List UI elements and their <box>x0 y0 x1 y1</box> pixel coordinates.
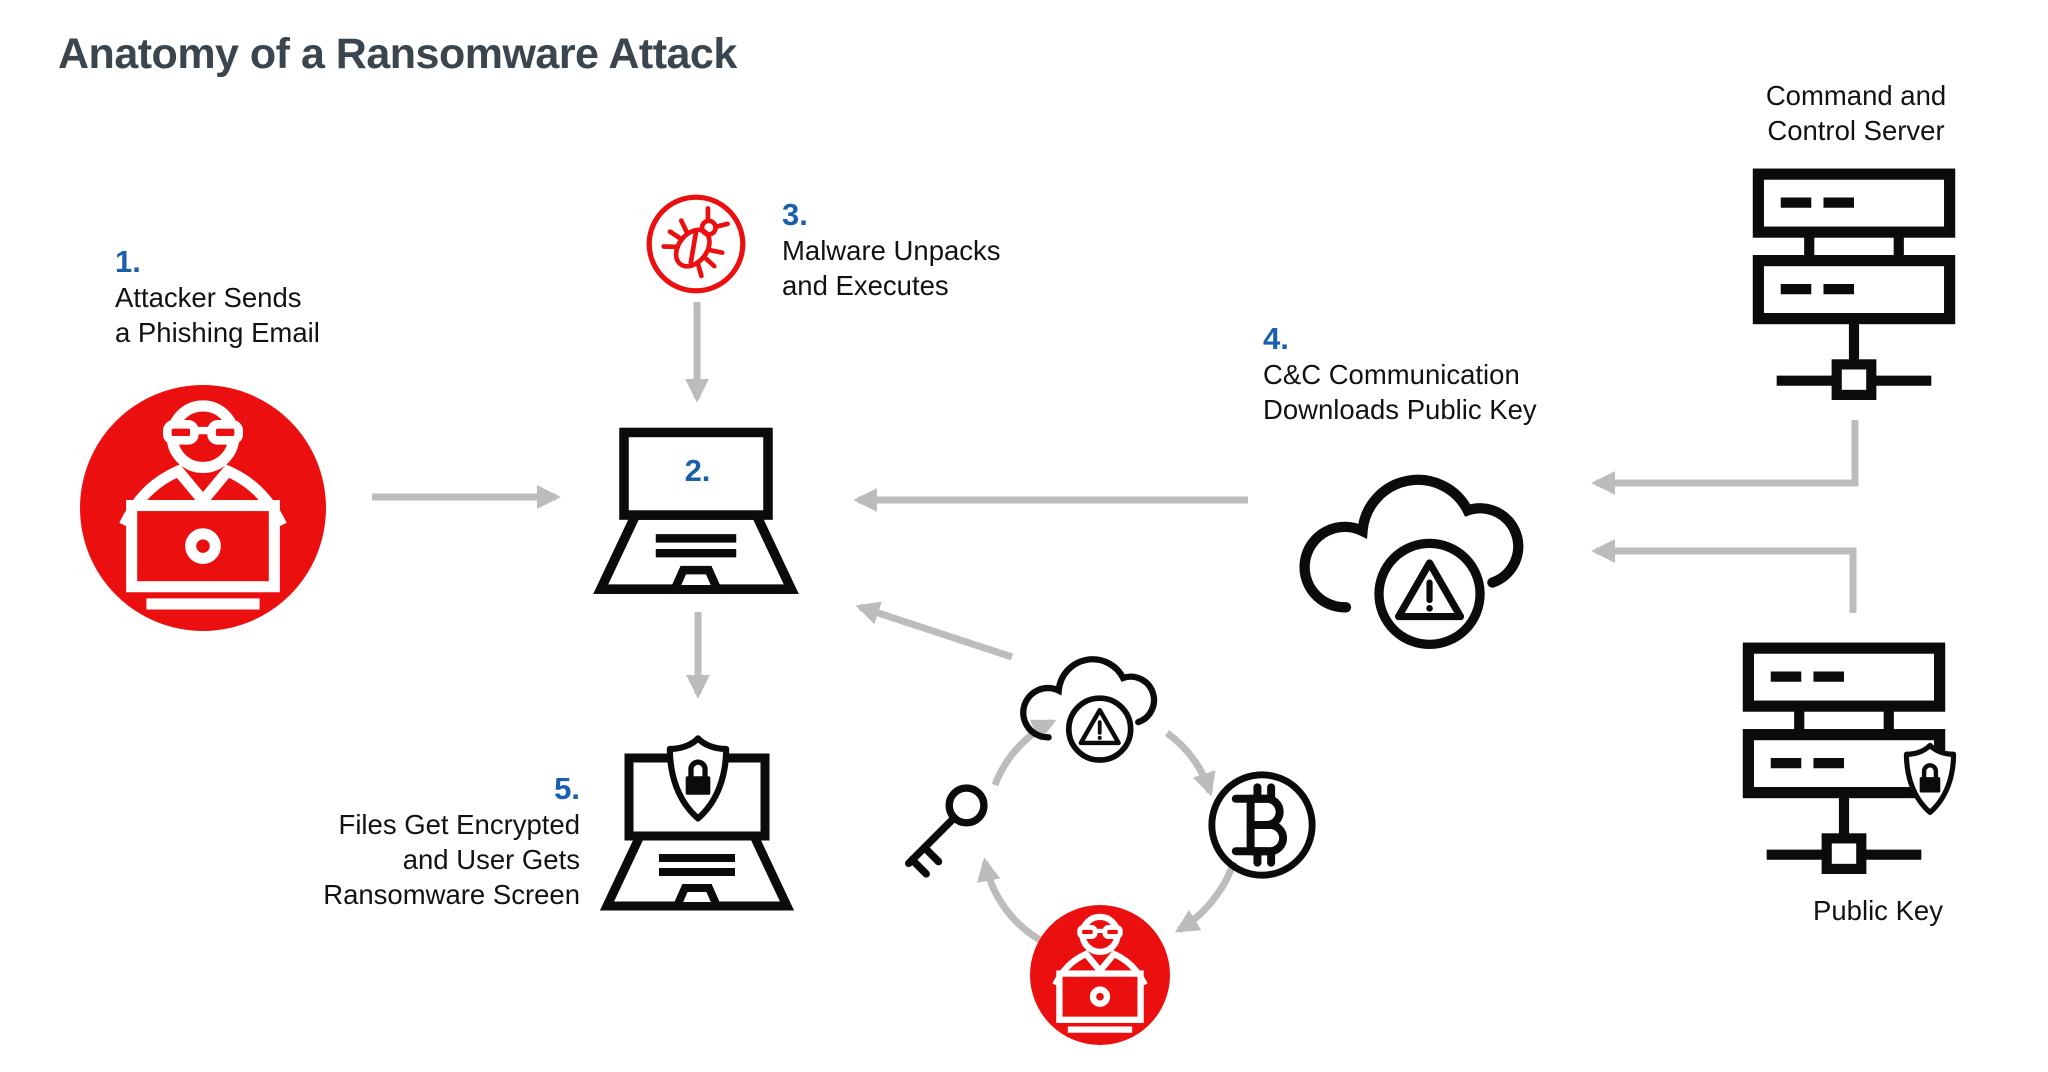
cloud-warning-icon <box>1288 432 1536 664</box>
cycle-cloud-warning-icon <box>1013 630 1165 772</box>
step4-number: 4. <box>1263 321 1289 356</box>
step1-number: 1. <box>115 244 141 279</box>
shield-lock-icon <box>1893 741 1967 822</box>
bitcoin-icon <box>1205 768 1319 882</box>
step3-line2: and Executes <box>782 270 949 301</box>
arrow-attacker-to-key <box>976 857 1042 944</box>
cc-server-icon <box>1752 166 1956 400</box>
arrow-cloud-to-bitcoin <box>1164 730 1216 797</box>
step5-label: 5. Files Get Encrypted and User Gets Ran… <box>180 770 580 912</box>
step4-line2: Downloads Public Key <box>1263 394 1537 425</box>
step5-number: 5. <box>554 771 580 806</box>
step5-line1: Files Get Encrypted <box>338 809 580 840</box>
arrow-cycle-to-victim <box>855 601 1014 661</box>
step2-number: 2. <box>684 453 711 488</box>
page-title: Anatomy of a Ransomware Attack <box>58 30 737 78</box>
hacker-at-laptop-icon <box>80 385 326 631</box>
bug-icon <box>644 192 748 296</box>
arrow-publickey-to-cloud <box>1591 539 1857 613</box>
step4-label: 4. C&C Communication Downloads Public Ke… <box>1263 320 1537 427</box>
arrow-bitcoin-to-attacker <box>1174 860 1238 933</box>
cc-server-label-line1: Command and <box>1765 80 1947 111</box>
laptop-shield-lock-icon <box>654 733 742 830</box>
cycle-attacker-badge <box>1030 905 1170 1045</box>
step5-line2: and User Gets <box>402 844 580 875</box>
step3-number: 3. <box>782 197 808 232</box>
attacker-badge <box>80 385 326 631</box>
victim-laptop-icon <box>590 424 802 604</box>
step5-line3: Ransomware Screen <box>323 879 580 910</box>
arrow-ccserver-to-cloud <box>1591 420 1859 495</box>
key-icon <box>880 768 1004 892</box>
step1-label: 1. Attacker Sends a Phishing Email <box>115 243 320 350</box>
step1-line2: a Phishing Email <box>115 317 320 348</box>
step3-line1: Malware Unpacks <box>782 235 1001 266</box>
cycle-hacker-at-laptop-icon <box>1030 905 1170 1045</box>
public-key-label: Public Key <box>1813 895 1943 926</box>
step3-label: 3. Malware Unpacks and Executes <box>782 196 1001 303</box>
step4-line1: C&C Communication <box>1263 359 1520 390</box>
step1-line1: Attacker Sends <box>115 282 302 313</box>
arrow-key-to-cloud <box>991 718 1057 787</box>
cc-server-label: Command and Control Server <box>1716 78 1996 148</box>
cc-server-label-line2: Control Server <box>1767 115 1945 146</box>
